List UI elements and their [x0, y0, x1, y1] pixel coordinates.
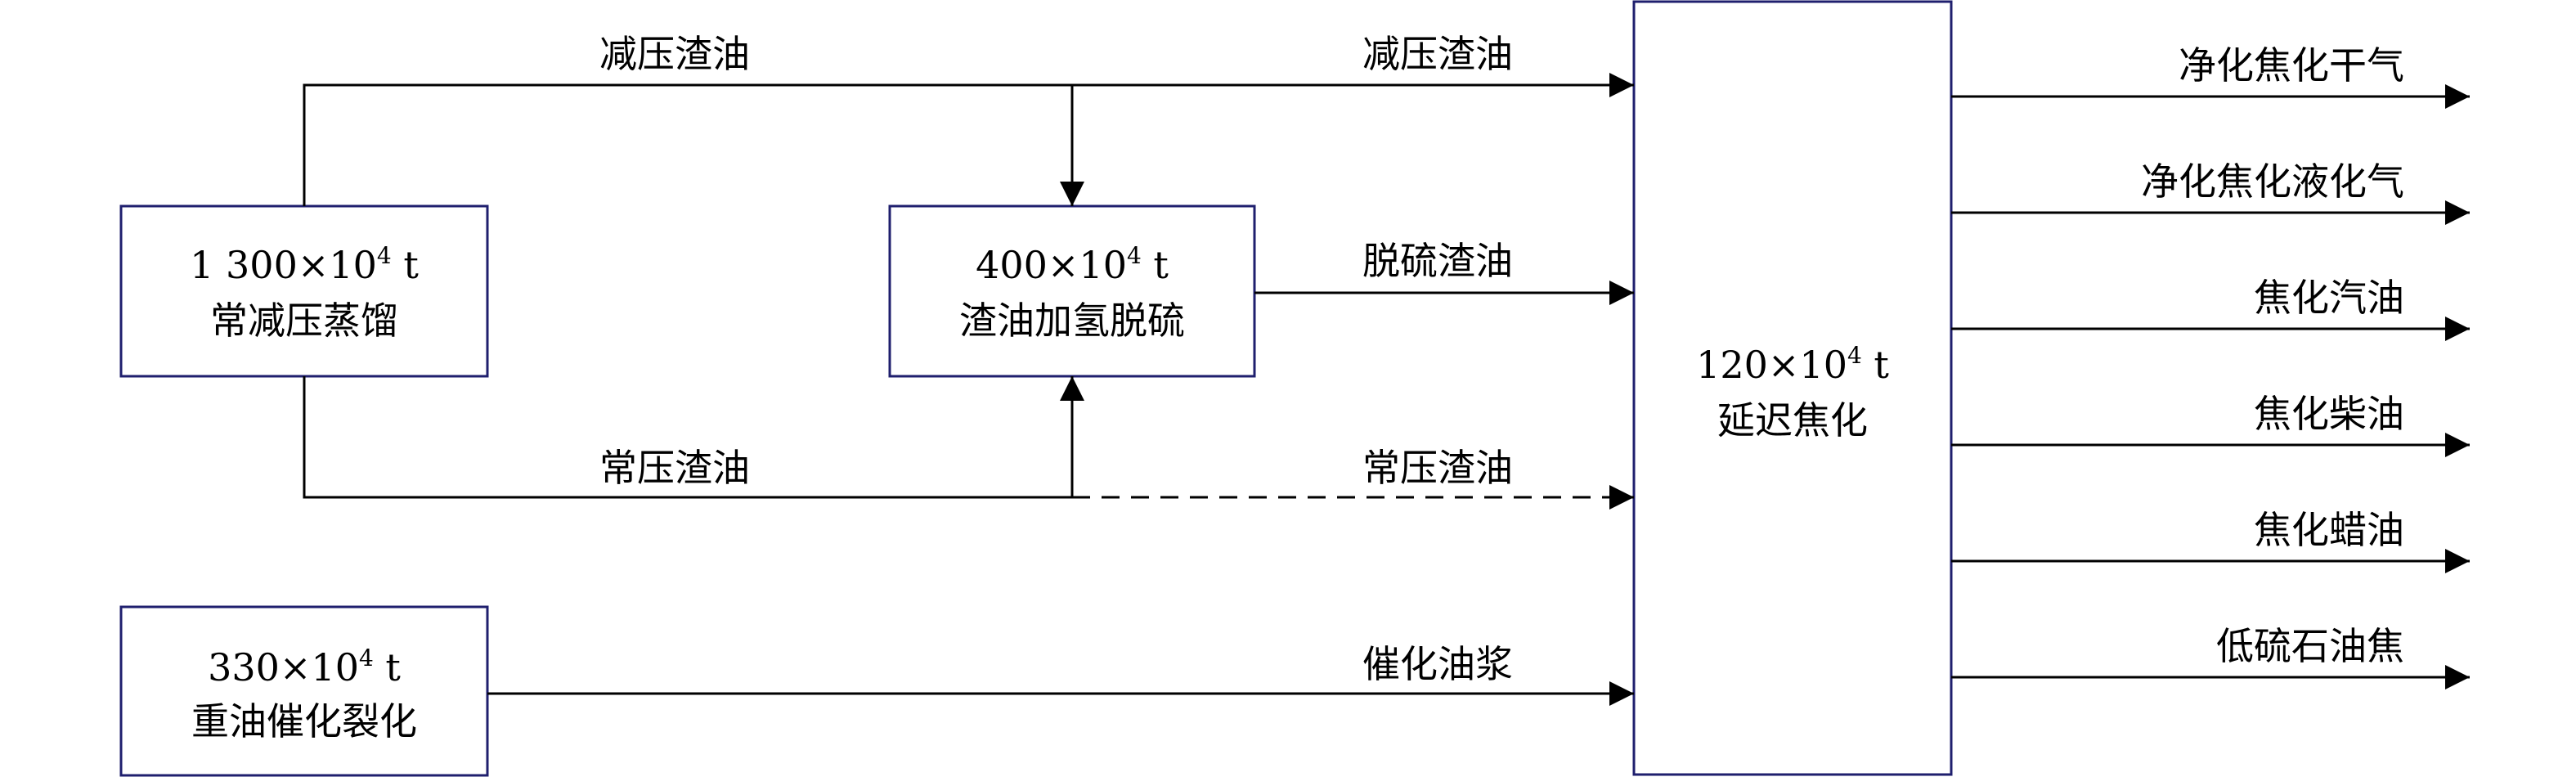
atmospheric-residue-line [303, 376, 1072, 499]
coking-name: 延迟焦化 [1717, 398, 1868, 442]
box-distillation: 1 300×104 t 常减压蒸馏 [119, 204, 489, 378]
flow-label-vacuum-residue-coking: 减压渣油 [1362, 32, 1513, 76]
distillation-name: 常减压蒸馏 [210, 299, 398, 343]
coking-capacity: 120×104 t [1696, 342, 1889, 387]
product-output-6: 低硫石油焦 [1951, 624, 2470, 689]
vacuum-residue-line [303, 73, 1634, 206]
product-label: 净化焦化液化气 [2141, 159, 2404, 204]
box-desulfurization: 400×104 t 渣油加氢脱硫 [888, 204, 1256, 378]
product-output-5: 焦化蜡油 [1951, 508, 2470, 573]
fcc-capacity: 330×104 t [208, 645, 401, 689]
product-label: 低硫石油焦 [2216, 624, 2404, 668]
product-output-2: 净化焦化液化气 [1951, 159, 2470, 225]
flow-label-desulfurized-residue: 脱硫渣油 [1362, 239, 1513, 283]
product-output-3: 焦化汽油 [1951, 276, 2470, 341]
product-output-4: 焦化柴油 [1951, 392, 2470, 457]
desulfurization-name: 渣油加氢脱硫 [959, 299, 1185, 343]
product-label: 焦化蜡油 [2254, 508, 2404, 552]
flow-label-atmospheric-residue: 常压渣油 [599, 446, 750, 490]
desulfurization-capacity: 400×104 t [976, 242, 1169, 287]
product-output-1: 净化焦化干气 [1951, 43, 2470, 109]
product-label: 净化焦化干气 [2179, 43, 2404, 88]
flow-label-catalytic-slurry: 催化油浆 [1362, 642, 1513, 686]
product-label: 焦化汽油 [2254, 276, 2404, 320]
distillation-capacity: 1 300×104 t [190, 242, 419, 287]
flow-label-atmospheric-residue-coking: 常压渣油 [1362, 446, 1513, 490]
box-fcc: 330×104 t 重油催化裂化 [119, 605, 489, 777]
fcc-name: 重油催化裂化 [191, 699, 417, 743]
box-coking: 120×104 t 延迟焦化 [1632, 0, 1953, 776]
product-label: 焦化柴油 [2254, 392, 2404, 436]
flow-label-vacuum-residue: 减压渣油 [599, 32, 750, 76]
